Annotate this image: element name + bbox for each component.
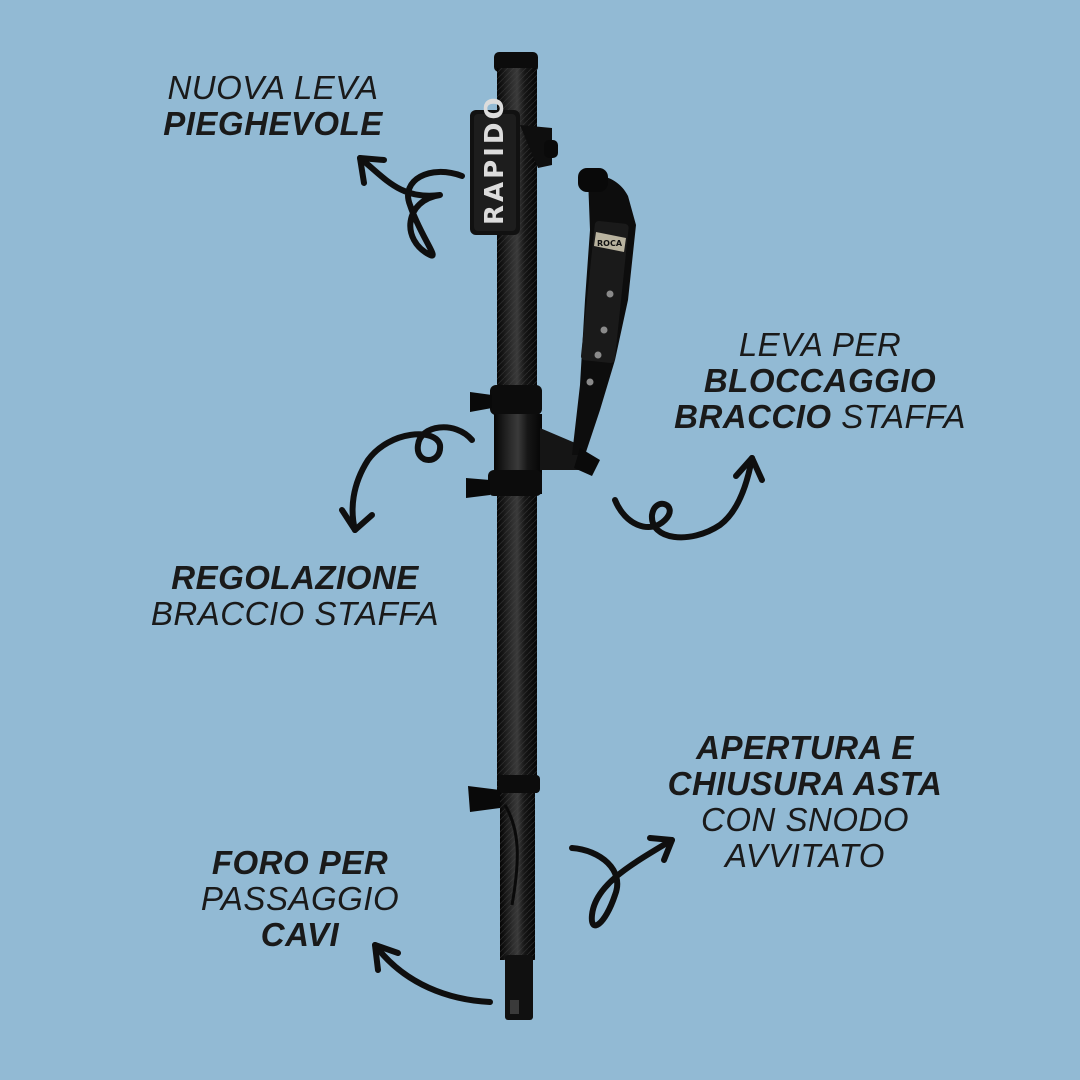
bracket-brand-text: ROCA bbox=[597, 239, 623, 248]
label-cable-hole-line1: FORO PER bbox=[211, 844, 389, 881]
label-opening-line4: AVVITATO bbox=[725, 837, 885, 874]
label-lock-lever: LEVA PER BLOCCAGGIO BRACCIO STAFFA bbox=[655, 327, 985, 435]
label-new-lever: NUOVA LEVA PIEGHEVOLE bbox=[148, 70, 398, 142]
upper-clamp bbox=[470, 385, 542, 415]
arrow-opening-icon bbox=[569, 835, 675, 929]
label-lock-lever-line3-bold: BRACCIO bbox=[674, 398, 832, 435]
label-cable-hole: FORO PER PASSAGGIO CAVI bbox=[190, 845, 410, 953]
label-new-lever-line1: NUOVA LEVA bbox=[167, 69, 379, 106]
label-cable-hole-line2: PASSAGGIO bbox=[200, 880, 400, 917]
pole-brand-text: RAPIDO bbox=[480, 94, 510, 225]
arrow-lock-lever-icon bbox=[612, 455, 765, 541]
label-adjust-line1: REGOLAZIONE bbox=[171, 559, 419, 596]
arrow-lever-icon bbox=[357, 155, 465, 259]
label-adjust-line2: BRACCIO STAFFA bbox=[150, 595, 440, 632]
label-opening-line3: CON SNODO bbox=[700, 801, 909, 838]
label-cable-hole-line3: CAVI bbox=[260, 916, 340, 953]
label-lock-lever-line1: LEVA PER bbox=[738, 326, 902, 363]
stirrup-arm: ROCA bbox=[540, 168, 636, 476]
label-opening: APERTURA E CHIUSURA ASTA CON SNODO AVVIT… bbox=[645, 730, 965, 874]
middle-clamp bbox=[466, 414, 542, 498]
arrow-cable-hole-icon bbox=[372, 942, 493, 1005]
label-new-lever-line2: PIEGHEVOLE bbox=[163, 105, 383, 142]
arrow-adjust-icon bbox=[339, 424, 475, 533]
label-opening-line2: CHIUSURA ASTA bbox=[667, 765, 943, 802]
label-adjust: REGOLAZIONE BRACCIO STAFFA bbox=[135, 560, 455, 632]
lower-clamp bbox=[468, 775, 540, 906]
folding-lever: RAPIDO bbox=[470, 94, 558, 235]
label-lock-lever-line2: BLOCCAGGIO bbox=[703, 362, 937, 399]
label-opening-line1: APERTURA E bbox=[696, 729, 914, 766]
label-lock-lever-line3-rest: STAFFA bbox=[831, 398, 966, 435]
